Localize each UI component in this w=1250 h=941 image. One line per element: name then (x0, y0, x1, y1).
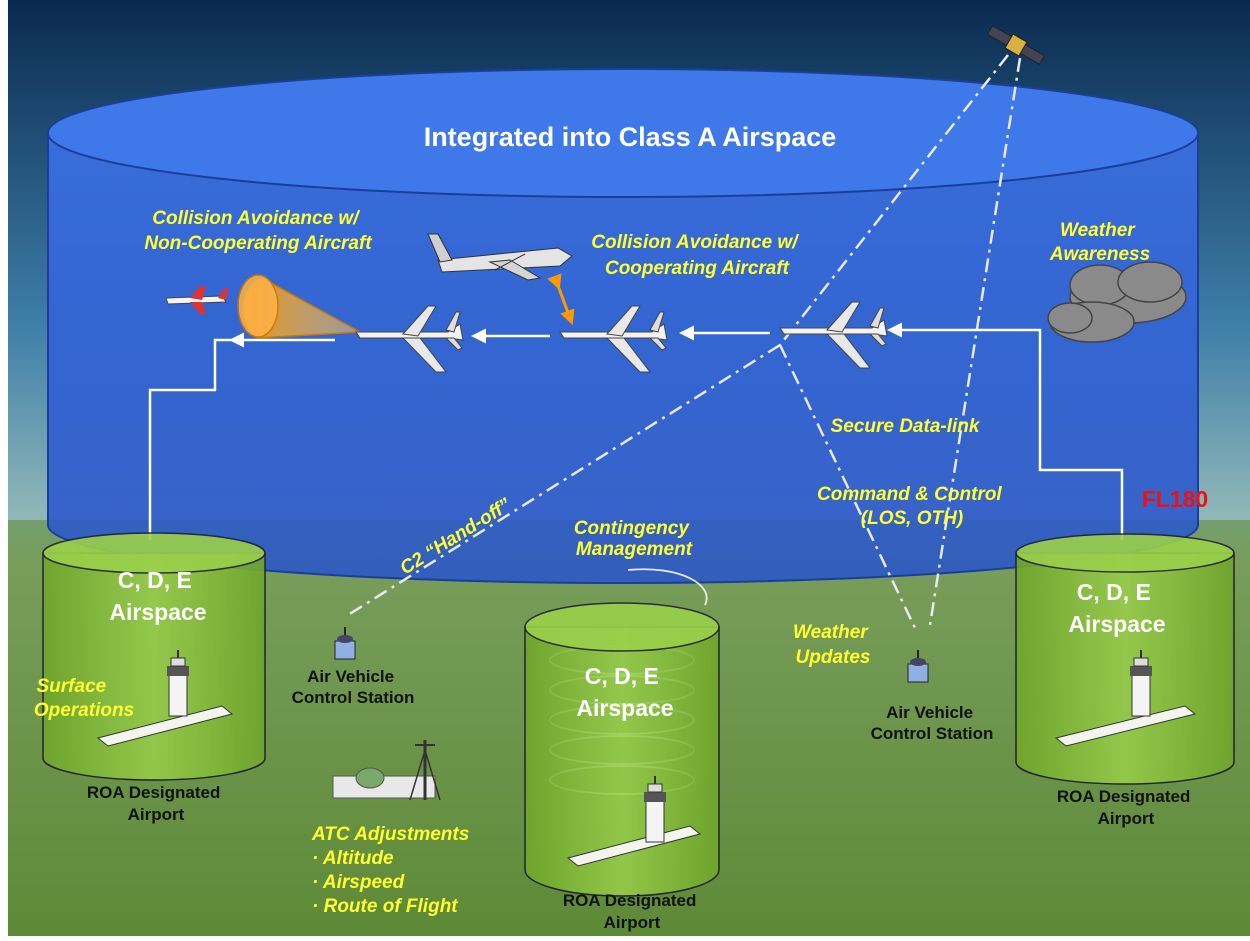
right-cylinder-label: C, D, E Airspace (1068, 579, 1165, 637)
flight-path (148, 322, 1124, 540)
runway-left (96, 705, 234, 747)
cooperating-aircraft-icon (427, 233, 573, 281)
class-a-title: Integrated into Class A Airspace (424, 122, 837, 152)
center-cylinder-label: C, D, E Airspace (576, 663, 673, 721)
non-cooperating-aircraft-icon (165, 286, 228, 314)
sensor-cone-base (237, 274, 279, 338)
contingency-label: Contingency Management (574, 518, 694, 560)
left-airspace-cylinder (42, 532, 266, 781)
comm-links (347, 54, 1022, 629)
secure-datalink-label: Secure Data-link (831, 416, 981, 437)
center-airspace-cylinder (524, 602, 720, 897)
class-a-cylinder (47, 68, 1199, 584)
atc-adjustments-label: ATC Adjustments · Altitude · Airspeed · … (311, 824, 475, 917)
center-airport-label: ROA Designated Airport (563, 891, 701, 932)
weather-awareness-label: Weather Awareness (1049, 220, 1150, 265)
left-station-label: Air Vehicle Control Station (292, 667, 415, 707)
right-airport-label: ROA Designated Airport (1057, 787, 1195, 828)
separation-arrow (547, 273, 575, 326)
runway-right (1054, 705, 1197, 747)
weather-updates-label: Weather Updates (793, 622, 873, 668)
satellite-icon (986, 24, 1046, 66)
right-station-label: Air Vehicle Control Station (871, 703, 994, 743)
collision-coop-label: Collision Avoidance w/ Cooperating Aircr… (591, 232, 803, 279)
left-airport-label: ROA Designated Airport (87, 783, 225, 824)
surface-ops-label: Surface Operations (34, 676, 134, 721)
white-border-left (0, 0, 8, 936)
atc-building-icon (332, 740, 441, 801)
left-cylinder-label: C, D, E Airspace (109, 567, 206, 625)
fl180-label: FL180 (1142, 486, 1208, 512)
command-control-label: Command & Control (LOS, OTH) (817, 484, 1007, 529)
weather-cloud-icon (1047, 261, 1187, 343)
right-airspace-cylinder (1015, 533, 1235, 785)
collision-noncoop-label: Collision Avoidance w/ Non-Cooperating A… (144, 208, 372, 254)
